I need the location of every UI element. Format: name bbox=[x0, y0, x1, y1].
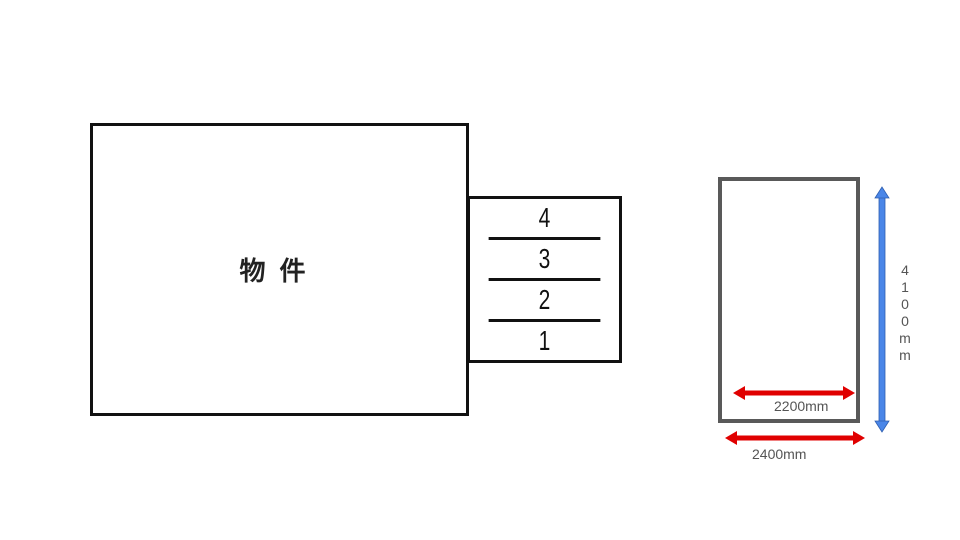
length-label-char: 0 bbox=[901, 313, 909, 329]
step-3: 3 bbox=[488, 240, 601, 281]
building-label: 物件 bbox=[239, 257, 320, 287]
step-1: 1 bbox=[538, 325, 551, 356]
outer-width-arrow-icon bbox=[725, 431, 865, 445]
outer-width-label: 2400mm bbox=[752, 446, 807, 462]
steps-block: 4 3 2 1 bbox=[467, 196, 622, 363]
length-label-char: m bbox=[899, 347, 911, 363]
parking-space-outline bbox=[718, 177, 860, 423]
inner-width-arrow-icon bbox=[733, 386, 855, 400]
length-label-char: 1 bbox=[901, 279, 909, 295]
step-2: 2 bbox=[488, 281, 601, 322]
length-arrow-icon bbox=[874, 186, 890, 433]
building-outline bbox=[90, 123, 469, 416]
length-label-char: m bbox=[899, 330, 911, 346]
length-label-char: 0 bbox=[901, 296, 909, 312]
step-4: 4 bbox=[488, 199, 601, 240]
inner-width-label: 2200mm bbox=[774, 398, 829, 414]
length-label-char: 4 bbox=[901, 262, 909, 278]
length-label: 4 1 0 0 m m bbox=[895, 262, 915, 364]
